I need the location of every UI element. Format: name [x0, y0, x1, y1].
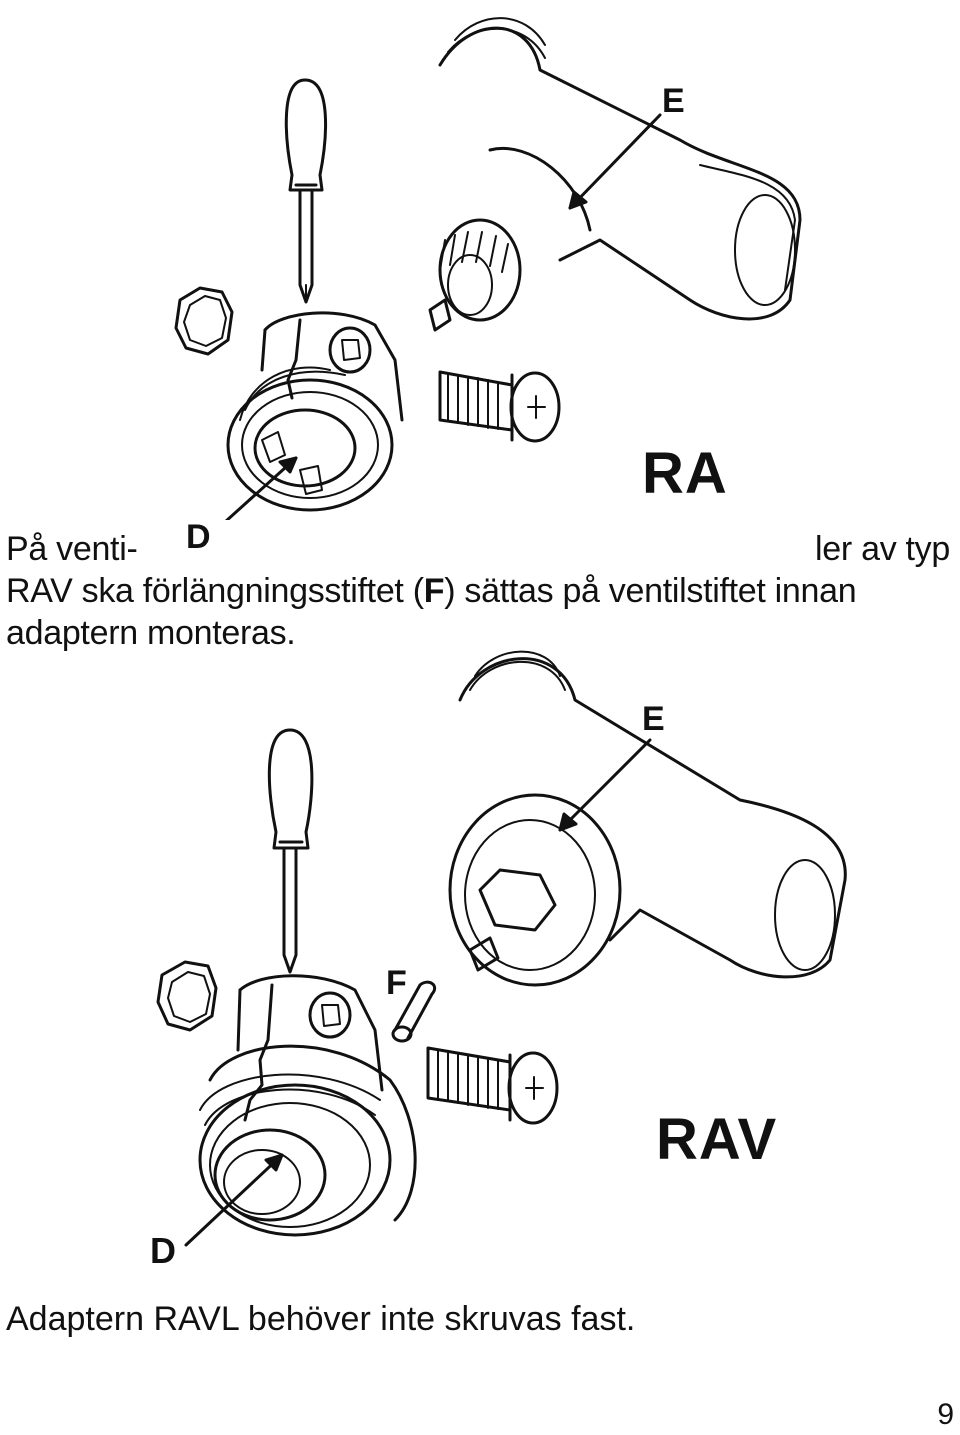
- paragraph-line-1-right: ler av typ: [815, 530, 950, 568]
- footer-note: Adaptern RAVL behöver inte skruvas fast.: [6, 1300, 636, 1338]
- valve-body-icon: [448, 650, 847, 987]
- page-number: 9: [937, 1398, 954, 1431]
- extension-pin-icon: [391, 980, 437, 1043]
- callout-d-top: D: [186, 518, 211, 556]
- callout-d-bottom: D: [150, 1230, 176, 1271]
- paragraph-line-1-left: På venti-: [6, 530, 138, 568]
- adapter-ring-icon: [226, 311, 404, 512]
- screw-icon: [426, 1046, 559, 1125]
- paragraph-line-2-pre: RAV ska förlängningsstiftet (: [6, 572, 424, 610]
- callout-e-bottom: E: [642, 700, 665, 738]
- callout-f: F: [386, 964, 407, 1002]
- model-label-ra: RA: [642, 441, 728, 506]
- screwdriver-icon: [267, 728, 314, 974]
- screw-icon: [438, 370, 561, 443]
- paragraph-line-2: RAV ska förlängningsstiftet (F) sättas p…: [6, 570, 857, 612]
- callout-e-top: E: [662, 82, 685, 120]
- hex-nut-icon: [174, 286, 234, 356]
- paragraph-line-3: adaptern monteras.: [6, 614, 296, 652]
- model-label-rav: RAV: [656, 1107, 778, 1172]
- hex-nut-icon: [156, 960, 218, 1032]
- screwdriver-icon: [284, 78, 328, 304]
- rav-assembly-illustration: [156, 650, 847, 1247]
- ra-assembly-illustration: [174, 17, 802, 520]
- paragraph-line-2-bold: F: [423, 572, 445, 610]
- paragraph-line-2-post: ) sättas på ventilstiftet innan: [444, 572, 857, 610]
- adapter-ring-icon: [198, 974, 417, 1237]
- valve-body-icon: [428, 17, 802, 332]
